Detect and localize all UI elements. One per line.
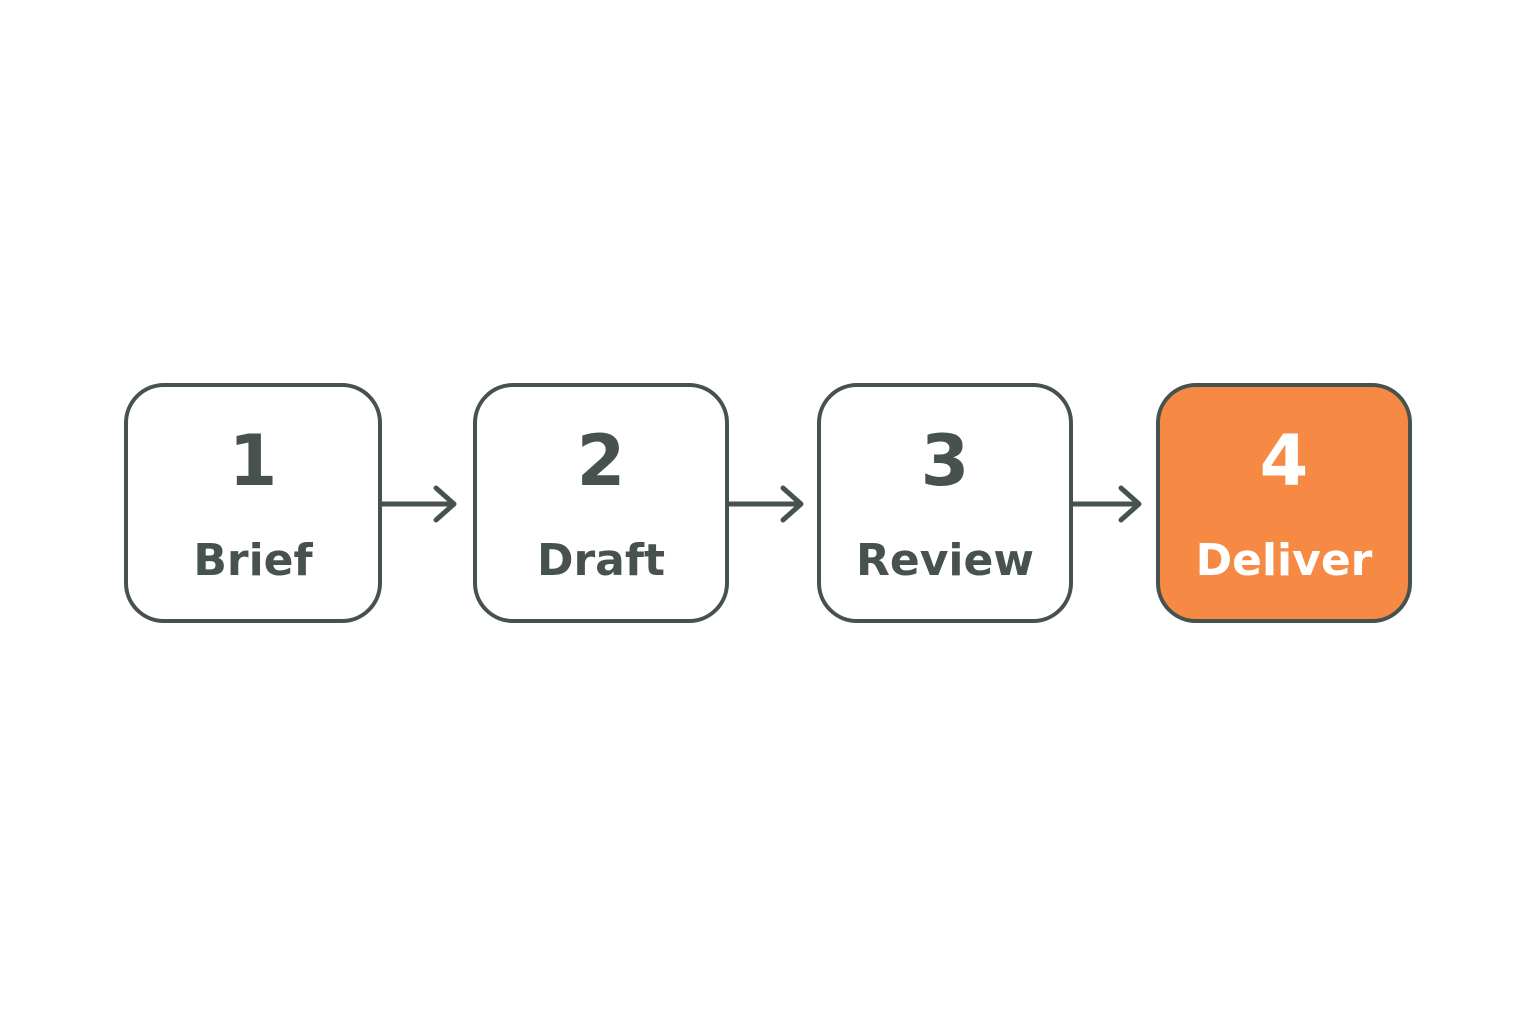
step-number: 4 (1259, 420, 1309, 502)
step-label: Brief (193, 535, 313, 586)
step-label: Draft (536, 535, 666, 586)
step-draft: 2 Draft (473, 383, 729, 623)
step-number: 2 (576, 420, 626, 502)
step-brief: 1 Brief (124, 383, 382, 623)
step-label: Review (856, 535, 1034, 586)
step-deliver: 4 Deliver (1156, 383, 1412, 623)
step-review: 3 Review (817, 383, 1073, 623)
step-number: 3 (920, 420, 970, 502)
step-number: 1 (228, 420, 278, 502)
step-label: Deliver (1195, 535, 1373, 586)
arrow-right-icon (1070, 485, 1142, 523)
arrow-right-icon (379, 485, 457, 523)
arrow-right-icon (726, 485, 804, 523)
